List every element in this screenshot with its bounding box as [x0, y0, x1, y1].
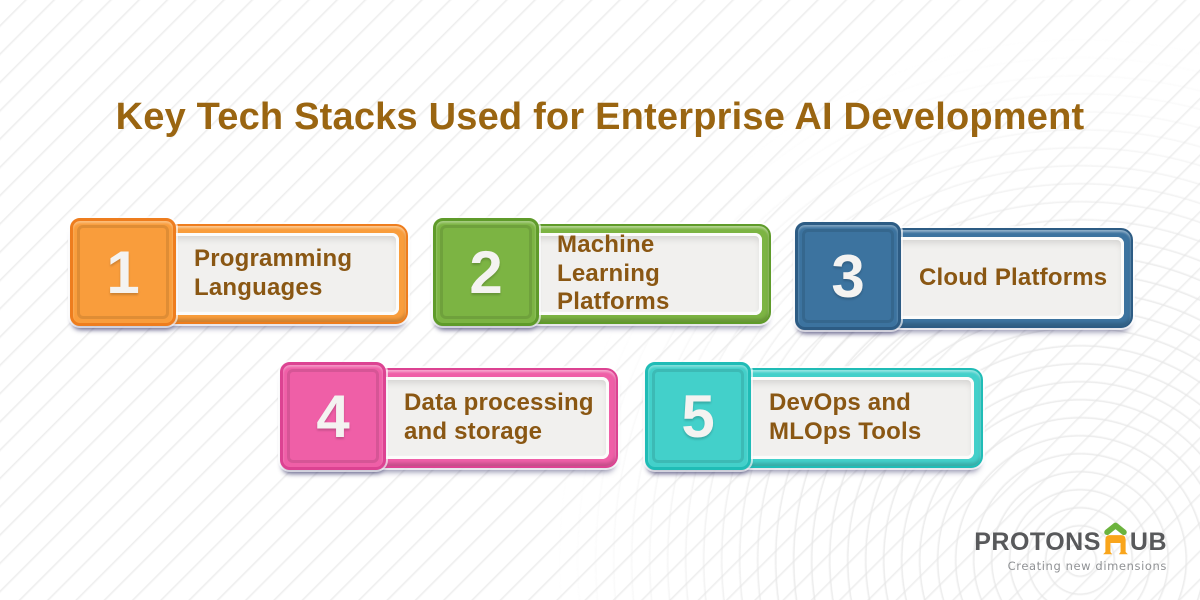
- step-label: Programming Languages: [194, 245, 353, 301]
- step-number-square: 1: [70, 218, 176, 326]
- logo-roof-icon: [1104, 522, 1127, 536]
- logo-text-protons: PROTONS: [974, 528, 1101, 556]
- logo-wordmark: PROTONS UB: [974, 522, 1167, 555]
- logo-h-body: [1103, 535, 1128, 555]
- step-number: 3: [831, 242, 865, 310]
- step-number-square: 5: [645, 362, 751, 470]
- step-label: Data processing and storage: [404, 389, 594, 445]
- protonshub-h-icon: [1103, 522, 1128, 555]
- tech-stack-item-5: DevOps and MLOps Tools 5: [645, 362, 983, 470]
- step-number: 1: [106, 238, 140, 306]
- step-label: Machine Learning Platforms: [557, 230, 670, 316]
- step-number-square: 3: [795, 222, 901, 330]
- step-number: 2: [469, 238, 503, 306]
- step-number-square: 4: [280, 362, 386, 470]
- page-title: Key Tech Stacks Used for Enterprise AI D…: [115, 96, 1085, 138]
- protonshub-logo: PROTONS UB Creating new dimensions: [974, 522, 1167, 573]
- logo-text-ub: UB: [1129, 528, 1167, 556]
- tech-stack-item-1: Programming Languages 1: [70, 218, 408, 326]
- step-number: 4: [316, 382, 350, 450]
- step-label: DevOps and MLOps Tools: [769, 389, 922, 445]
- step-number: 5: [681, 382, 715, 450]
- tech-stack-item-2: Machine Learning Platforms 2: [433, 218, 771, 326]
- logo-tagline: Creating new dimensions: [1007, 559, 1167, 573]
- step-label: Cloud Platforms: [919, 263, 1108, 291]
- step-number-square: 2: [433, 218, 539, 326]
- tech-stack-item-4: Data processing and storage 4: [280, 362, 618, 470]
- tech-stack-item-3: Cloud Platforms 3: [795, 222, 1133, 330]
